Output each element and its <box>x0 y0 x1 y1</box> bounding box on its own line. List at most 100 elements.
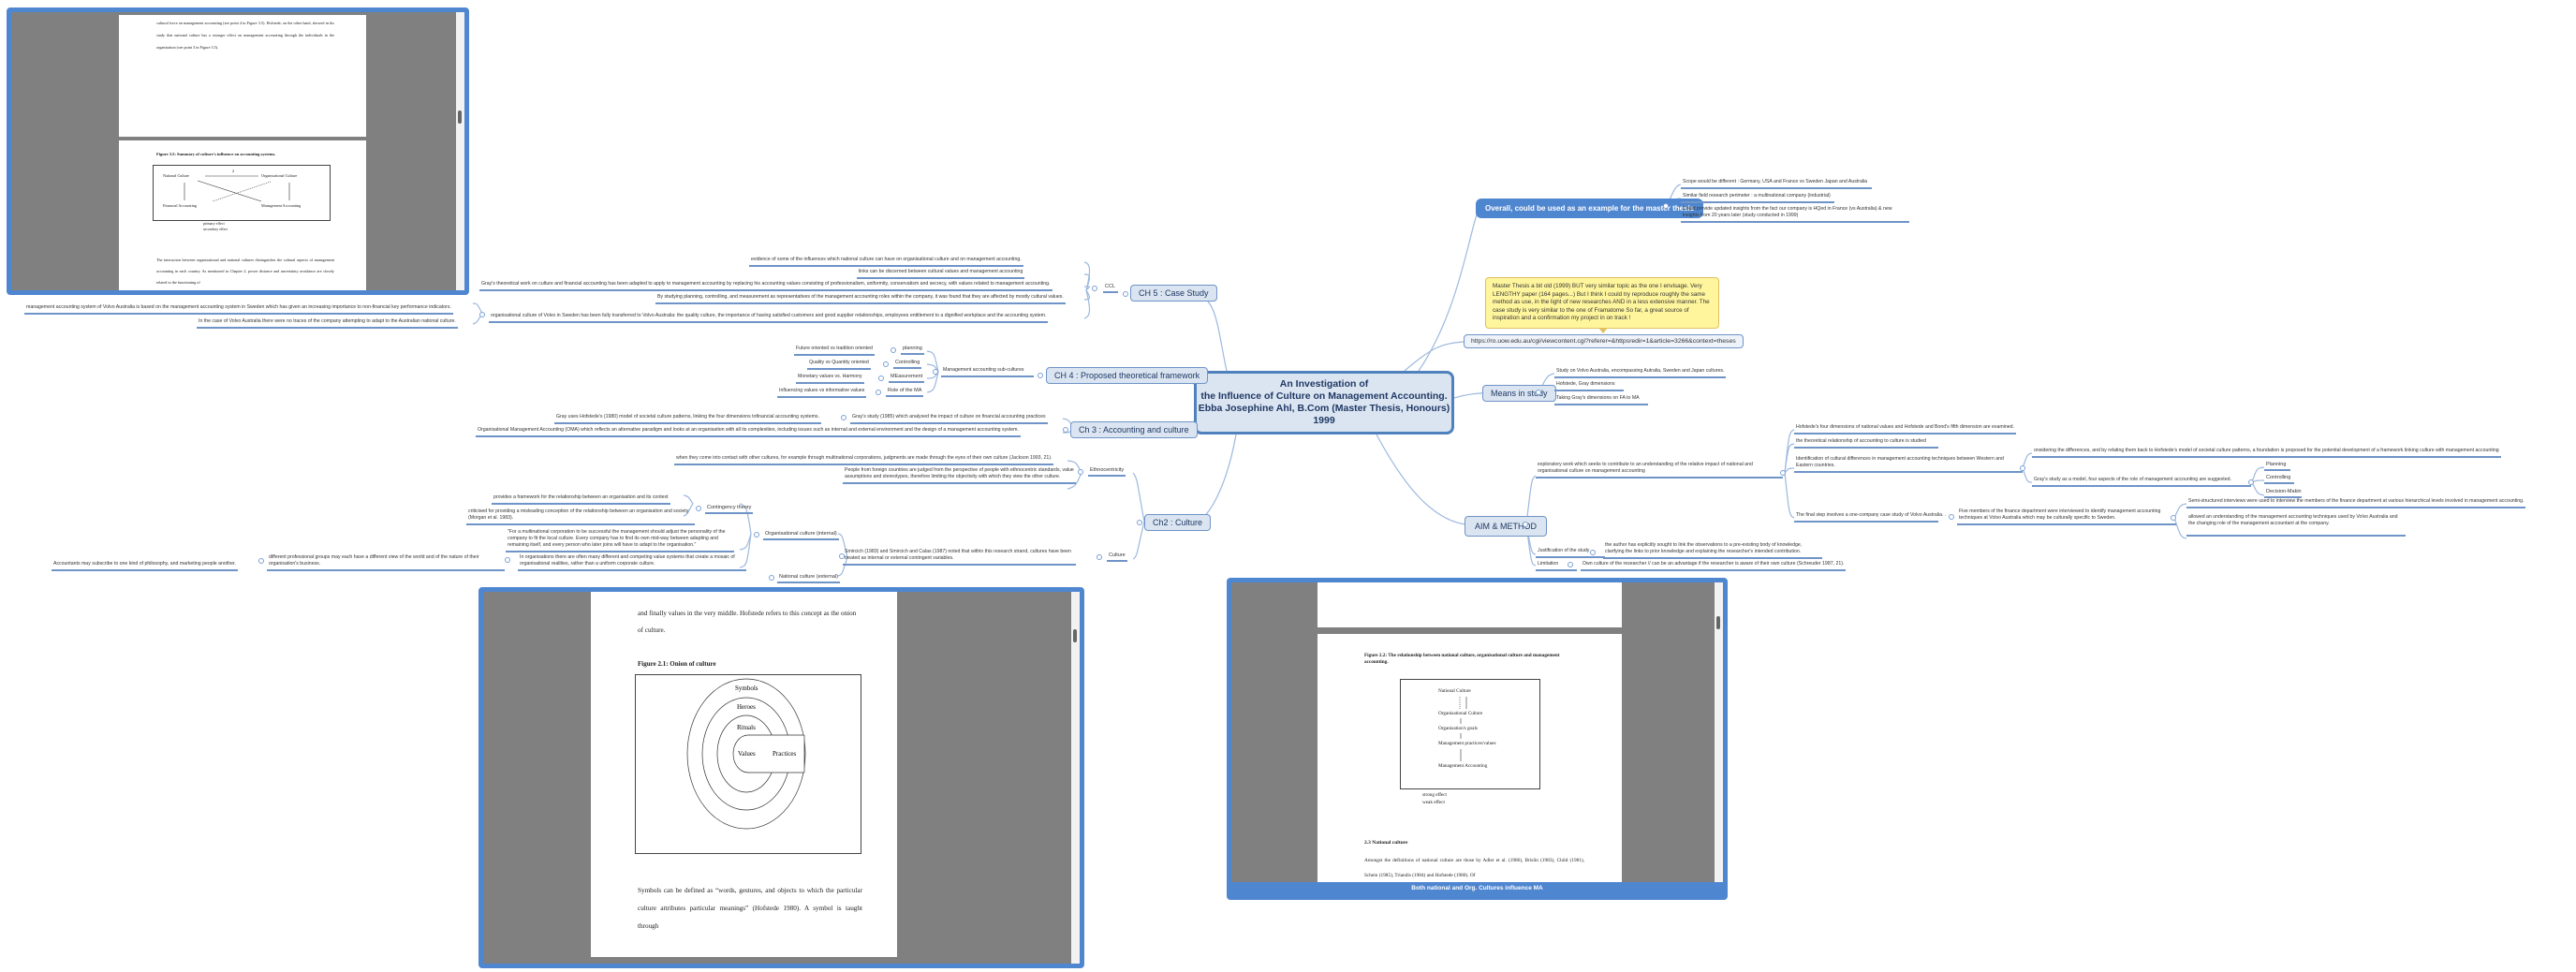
scrollbar[interactable] <box>456 12 464 290</box>
org-ma-system[interactable]: management accounting system of Volvo Au… <box>24 303 453 315</box>
ch3-gray-study[interactable]: Gray's study (1985) which analysed the i… <box>850 413 1048 424</box>
collapse-toggle-icon[interactable] <box>1123 291 1128 297</box>
aspect-planning[interactable]: Planning <box>2264 461 2290 471</box>
ch3-accounting-culture-topic[interactable]: Ch 3 : Accounting and culture <box>1070 421 1198 438</box>
org-culture-internal[interactable]: Organisational culture (internal) <box>763 530 839 540</box>
mosaic-value-systems[interactable]: In organisations there are often many di… <box>518 553 746 571</box>
collapse-toggle-icon[interactable] <box>1137 520 1142 525</box>
collapse-toggle-icon[interactable] <box>479 312 485 317</box>
overall-child-perimeter[interactable]: Similar field research perimeter : a mul… <box>1681 192 1834 203</box>
collapse-toggle-icon[interactable] <box>1063 427 1068 433</box>
role-planning[interactable]: planning <box>901 345 924 355</box>
ch4-theoretical-framework-topic[interactable]: CH 4 : Proposed theoretical framework <box>1046 367 1209 384</box>
collapse-toggle-icon[interactable] <box>258 558 264 564</box>
collapse-toggle-icon[interactable] <box>933 369 938 375</box>
collapse-toggle-icon[interactable] <box>1038 373 1043 378</box>
multinational-quote[interactable]: "For a multinational corporation to be s… <box>506 528 734 552</box>
ccl-gray-theory[interactable]: Gray's theoretical work on culture and f… <box>479 280 1052 291</box>
role-measurement[interactable]: MEasurement <box>889 373 925 383</box>
overall-child-scope[interactable]: Scope would be different : Germany, USA … <box>1681 178 1872 189</box>
role-ma[interactable]: Role of the MA <box>886 387 924 397</box>
collapse-toggle-icon[interactable] <box>1092 286 1097 291</box>
collapse-toggle-icon[interactable] <box>1536 390 1541 395</box>
collapse-toggle-icon[interactable] <box>1780 470 1786 476</box>
overall-topic[interactable]: Overall, could be used as an example for… <box>1476 199 1704 218</box>
aspect-decision-making[interactable]: Decision-Makin <box>2264 488 2302 498</box>
collapse-toggle-icon[interactable] <box>891 347 896 353</box>
collapse-toggle-icon[interactable] <box>1523 522 1528 527</box>
ch2-culture-topic[interactable]: Ch2 : Culture <box>1144 514 1212 531</box>
collapse-toggle-icon[interactable] <box>2171 515 2176 521</box>
scrollbar[interactable] <box>1715 582 1723 895</box>
value-controlling[interactable]: Quality vs Quantity oriented <box>807 359 871 370</box>
aim-identification[interactable]: Identification of cultural differences i… <box>1794 455 2023 473</box>
aim-allowed-understanding[interactable]: allowed an understanding of the manageme… <box>2186 513 2406 537</box>
collapse-toggle-icon[interactable] <box>841 415 846 420</box>
contingency-theory[interactable]: Contingency theory <box>705 504 754 514</box>
ethno-foreign[interactable]: People from foreign countries are judged… <box>843 466 1076 484</box>
means-child-volvo[interactable]: Study on Volvo Australia, encompassing A… <box>1554 367 1727 378</box>
accountants-philosophy[interactable]: Accountants may subscribe to one kind of… <box>52 560 238 571</box>
aim-framework-foundation[interactable]: onsidering the differences, and by relat… <box>2032 447 2501 458</box>
collapse-toggle-icon[interactable] <box>883 361 889 367</box>
value-role-ma[interactable]: Influencing values vs informative values <box>777 387 867 398</box>
ch5-case-study-topic[interactable]: CH 5 : Case Study <box>1130 285 1217 302</box>
ch4-subcultures[interactable]: Management accounting sub-cultures <box>941 366 1034 377</box>
collapse-toggle-icon[interactable] <box>754 532 759 538</box>
collapse-toggle-icon[interactable] <box>2248 479 2254 485</box>
collapse-toggle-icon[interactable] <box>1568 562 1573 567</box>
ch5-ccl[interactable]: CCL <box>1103 283 1118 293</box>
aim-gray-model[interactable]: Gray's study as a model, four aspects of… <box>2032 476 2251 487</box>
ccl-studying-planning[interactable]: By studying planning, controlling, and m… <box>655 293 1066 304</box>
aim-semi-structured[interactable]: Semi-structured interviews were used to … <box>2186 497 2526 508</box>
collapse-toggle-icon[interactable] <box>1949 514 1954 520</box>
ch2-culture-node[interactable]: Culture <box>1107 552 1127 562</box>
ch5-org-culture[interactable]: organisational culture of Volvo in Swede… <box>489 312 1049 323</box>
means-child-hofstede[interactable]: Hofstede, Gray dimensions <box>1554 380 1624 391</box>
culture-smircich[interactable]: Smircich (1983) and Smircich and Calas (… <box>843 548 1076 566</box>
ethno-contact[interactable]: when they come into contact with other c… <box>674 454 1054 465</box>
collapse-toggle-icon[interactable] <box>1590 550 1596 555</box>
aim-exploratory[interactable]: exploratory work which seeks to contribu… <box>1536 461 1783 479</box>
collapse-toggle-icon[interactable] <box>2020 465 2025 471</box>
aspect-controlling[interactable]: Controlling <box>2264 474 2294 484</box>
org-no-traces[interactable]: In the case of Volvo Australia there wer… <box>197 317 458 329</box>
scrollbar[interactable] <box>1071 592 1080 964</box>
aim-hofstede-dimensions[interactable]: Hofstede's four dimensions of national v… <box>1794 423 2016 434</box>
role-controlling[interactable]: Controlling <box>893 359 922 369</box>
value-planning[interactable]: Future oriented vs tradition oriented <box>794 345 875 356</box>
collapse-toggle-icon[interactable] <box>839 553 845 559</box>
source-url-link[interactable]: https://ro.uow.edu.au/cgi/viewcontent.cg… <box>1464 334 1744 348</box>
aim-theoretical-relationship[interactable]: the theoretical relationship of accounti… <box>1794 437 1938 449</box>
professional-groups[interactable]: different professional groups may each h… <box>267 553 505 571</box>
aim-justification[interactable]: the author has explicitly sought to link… <box>1603 541 1822 559</box>
collapse-toggle-icon[interactable] <box>1663 203 1669 209</box>
collapse-toggle-icon[interactable] <box>1078 469 1083 475</box>
ch3-gray-uses[interactable]: Gray uses Hofstede's (1980) model of soc… <box>554 413 821 424</box>
ccl-evidence[interactable]: evidence of some of the influences which… <box>749 256 1023 267</box>
value-measurement[interactable]: Monetary values vs. Harmony <box>796 373 864 384</box>
svg-text:Practices: Practices <box>773 750 797 758</box>
central-topic[interactable]: An Investigation of the Influence of Cul… <box>1194 371 1454 434</box>
means-in-study-topic[interactable]: Means in study <box>1482 385 1556 402</box>
contingency-framework[interactable]: provides a framework for the relationshi… <box>492 493 670 505</box>
expand-toggle-icon[interactable] <box>769 575 774 581</box>
ch2-ethnocentricity[interactable]: Ethnocentricity <box>1088 466 1126 477</box>
collapse-toggle-icon[interactable] <box>876 390 881 395</box>
national-culture-external[interactable]: National culture (external) <box>777 573 840 583</box>
collapse-toggle-icon[interactable] <box>505 557 510 563</box>
ccl-links[interactable]: links can be discerned between cultural … <box>857 268 1025 279</box>
aim-limitation[interactable]: Own culture of the researcher // can be … <box>1581 560 1847 571</box>
aim-method-topic[interactable]: AIM & METHOD <box>1465 516 1548 537</box>
collapse-toggle-icon[interactable] <box>696 506 701 511</box>
contingency-criticised[interactable]: criticised for providing a misleading co… <box>466 508 695 525</box>
collapse-toggle-icon[interactable] <box>878 376 884 381</box>
aim-five-members[interactable]: Five members of the finance department w… <box>1957 508 2176 525</box>
aim-final-step[interactable]: The final step involves a one-company ca… <box>1794 511 1946 523</box>
overall-child-insights[interactable]: Could provide updated insights from the … <box>1681 205 1909 223</box>
collapse-toggle-icon[interactable] <box>1097 554 1102 560</box>
aim-limitation-label[interactable]: Limitation <box>1536 560 1577 571</box>
ch3-oma[interactable]: Organisational Management Accounting (OM… <box>476 426 1021 437</box>
aim-justification-label[interactable]: Justification of the study <box>1536 547 1605 558</box>
means-child-gray[interactable]: Taking Gray's dimensions on FA to MA <box>1554 394 1648 405</box>
